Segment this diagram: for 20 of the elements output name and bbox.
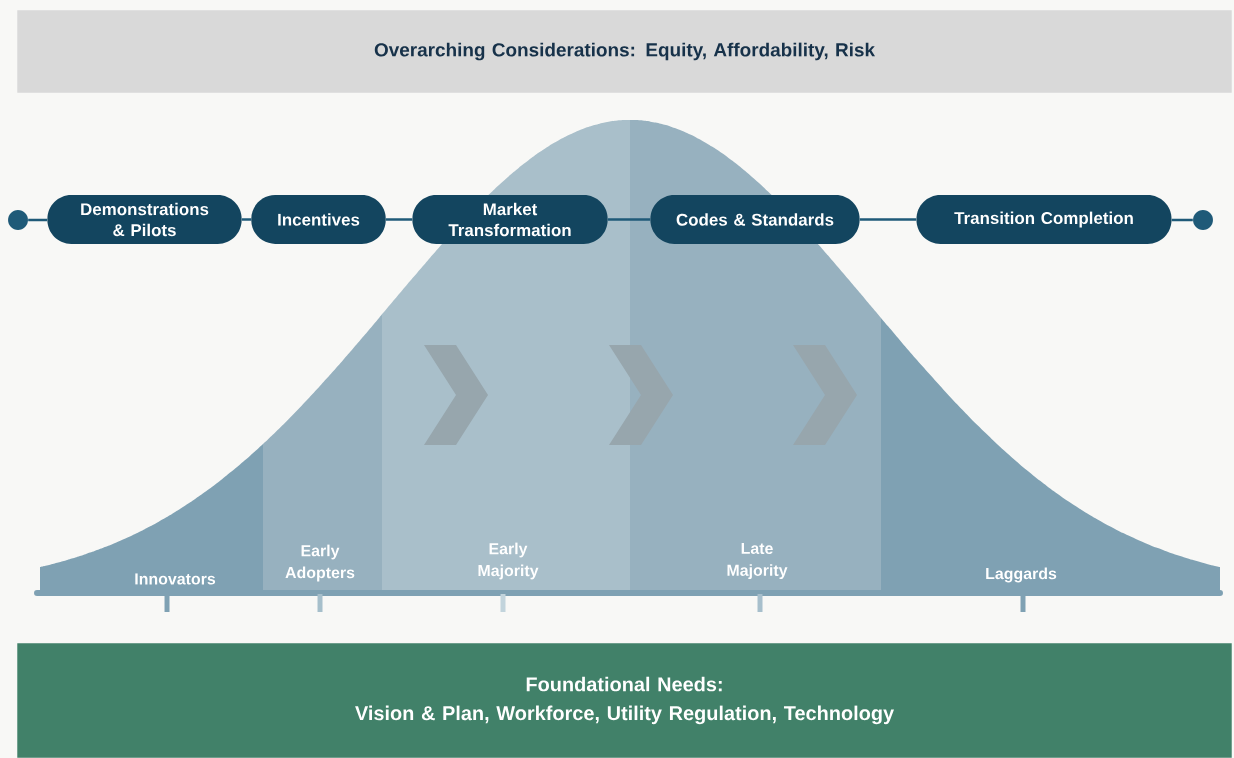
segment-label: Early Majority xyxy=(478,542,539,580)
stage-pill: Market Transformation xyxy=(412,195,608,244)
segment-label: Innovators xyxy=(135,573,216,585)
banner-band: Foundational Needs: Vision & Plan, Workforce, Utility Regulation, Technology xyxy=(17,643,1232,758)
segment-label: Early Adopters xyxy=(285,544,355,582)
timeline-end-dot xyxy=(1193,210,1213,230)
stage-pill: Incentives xyxy=(251,195,386,244)
segment-label: Late Majority xyxy=(727,542,788,580)
connector-line xyxy=(385,218,413,221)
connector-line xyxy=(859,218,917,221)
timeline-end-dot xyxy=(8,210,28,230)
connector-line xyxy=(28,218,48,222)
stage-pill: Transition Completion xyxy=(916,195,1172,244)
stage-pill: Codes & Standards xyxy=(650,195,860,244)
segment-label: Laggards xyxy=(986,567,1057,583)
stage-pill: Demonstrations & Pilots xyxy=(47,195,242,244)
connector-line xyxy=(1171,218,1193,222)
connector-line xyxy=(607,218,651,221)
connector-line xyxy=(241,218,252,221)
banner-band: Overarching Considerations: Equity, Affordability, Risk xyxy=(17,10,1232,93)
